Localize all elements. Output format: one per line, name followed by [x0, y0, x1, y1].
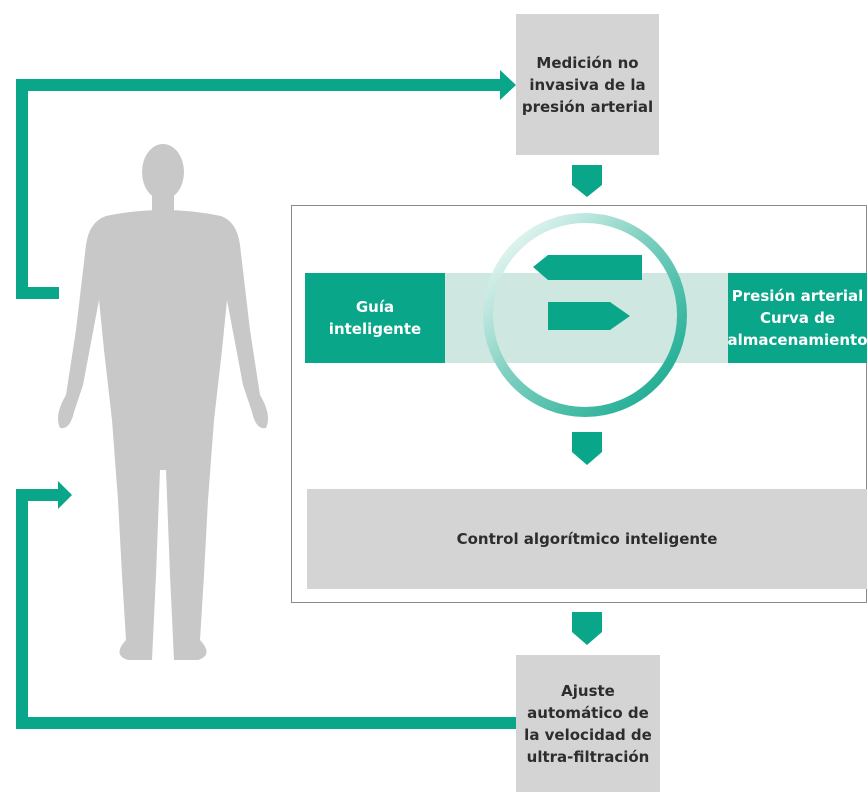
down-arrow-2	[572, 432, 602, 465]
down-arrow-1	[572, 165, 602, 197]
guide-box: Guía inteligente	[305, 273, 445, 363]
adjust-box: Ajuste automático de la velocidad de ult…	[516, 655, 660, 792]
pressure-box: Presión arterial Curva de almacenamiento	[728, 273, 867, 363]
bottom-loop-arrowhead	[58, 481, 72, 509]
down-arrow-3	[572, 612, 602, 645]
top-loop-arrow	[16, 79, 503, 299]
control-box: Control algorítmico inteligente	[307, 489, 867, 589]
human-silhouette	[58, 144, 268, 660]
right-arrow-shape	[548, 302, 630, 330]
top-loop-arrowhead	[500, 70, 516, 100]
measurement-box: Medición no invasiva de la presión arter…	[516, 14, 659, 155]
left-arrow-shape	[533, 255, 642, 280]
bottom-loop-arrow	[16, 489, 516, 729]
cycle-ring	[483, 213, 687, 417]
